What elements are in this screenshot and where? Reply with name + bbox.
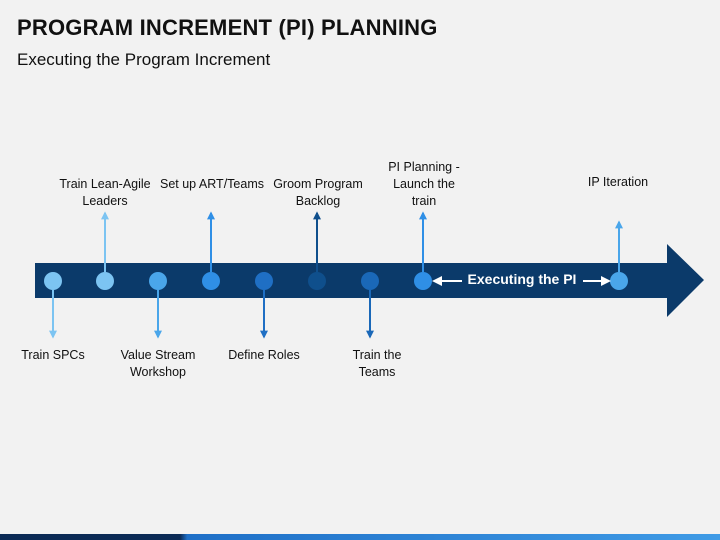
milestone-dot-8 bbox=[610, 272, 628, 290]
milestone-dot-1 bbox=[96, 272, 114, 290]
milestone-dot-6 bbox=[361, 272, 379, 290]
milestone-dot-7 bbox=[414, 272, 432, 290]
milestone-dot-2 bbox=[149, 272, 167, 290]
page-title: PROGRAM INCREMENT (PI) PLANNING bbox=[17, 15, 438, 40]
milestone-label-5: Groom Program Backlog bbox=[273, 177, 363, 208]
milestones-group bbox=[44, 211, 628, 339]
milestone-dot-5 bbox=[308, 272, 326, 290]
milestone-label-8: IP Iteration bbox=[587, 175, 649, 189]
bottom-accent-bar bbox=[0, 534, 720, 540]
milestone-dot-3 bbox=[202, 272, 220, 290]
milestone-label-0: Train SPCs bbox=[21, 348, 85, 362]
milestone-label-7: PI Planning - Launch the train bbox=[388, 160, 460, 208]
milestone-dot-0 bbox=[44, 272, 62, 290]
milestone-label-4: Define Roles bbox=[228, 348, 300, 362]
milestone-label-2: Value Stream Workshop bbox=[120, 348, 196, 379]
milestone-label-1: Train Lean-Agile Leaders bbox=[59, 177, 151, 208]
page-subtitle: Executing the Program Increment bbox=[17, 50, 271, 69]
milestone-label-6: Train the Teams bbox=[352, 348, 402, 379]
milestone-dot-4 bbox=[255, 272, 273, 290]
milestone-label-3: Set up ART/Teams bbox=[160, 177, 264, 191]
phase-label-executing-pi: Executing the PI bbox=[467, 271, 577, 287]
